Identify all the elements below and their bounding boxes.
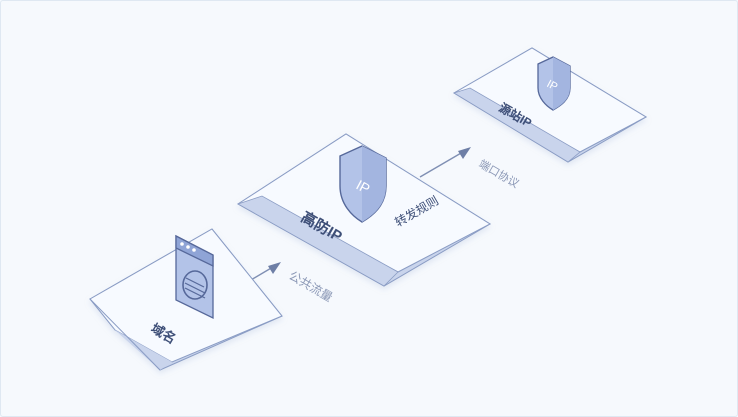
arrow-head — [458, 147, 471, 159]
arrow-head — [268, 262, 281, 274]
browser-icon — [175, 234, 214, 320]
port-protocol-label: 端口协议 — [477, 156, 522, 190]
shield-icon — [339, 145, 387, 223]
shield-icon — [537, 56, 571, 111]
shield-ip-text: IP — [545, 78, 560, 93]
edge-anti-ddos-to-origin — [419, 147, 471, 178]
public-traffic-label: 公共流量 — [287, 268, 336, 304]
